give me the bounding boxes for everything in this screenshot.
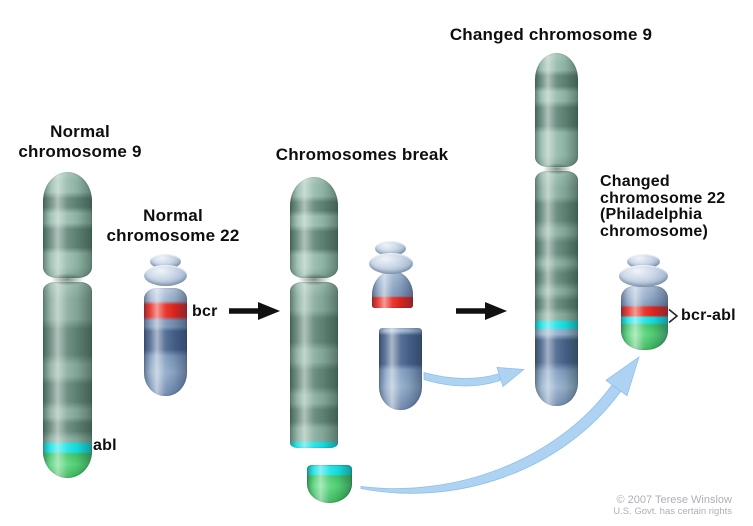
translocation-arrow-abl-to-chr22-icon [360, 355, 640, 494]
chromosome9-centromere [50, 273, 85, 286]
broken-chr9-p-arm [290, 177, 338, 278]
changed-chromosome-22-label: Changed chromosome 22 (Philadelphia chro… [600, 173, 726, 240]
copyright-credit: © 2007 Terese Winslow U.S. Govt. has cer… [522, 494, 732, 517]
credit-line-2: U.S. Govt. has certain rights [613, 506, 732, 517]
changed-chr9-q-arm-with-chr22-piece [535, 171, 578, 406]
bcr-abl-label: bcr-abl [681, 307, 736, 324]
philadelphia-body-with-bcr-abl [621, 286, 668, 350]
translocation-arrow-chr22-to-chr9-icon [423, 367, 525, 388]
broken-chr22-bulge [369, 253, 413, 274]
normal-chromosome-22-label: Normal chromosome 22 [106, 206, 240, 245]
chromosome9-p-arm [43, 172, 92, 278]
changed-chr9-centromere [542, 163, 572, 175]
bcr-label: bcr [192, 303, 218, 320]
step-arrow-2-right-icon [456, 302, 507, 320]
chromosome22-body-with-bcr [144, 288, 187, 396]
normal-chromosome-9-label: Normal chromosome 9 [18, 122, 142, 161]
bcr-abl-leader-icon [668, 308, 679, 324]
broken-chr9-q-arm [290, 282, 338, 448]
philadelphia-bulge [619, 265, 668, 287]
broken-abl-tip-fragment [307, 465, 352, 503]
changed-chr9-p-arm [535, 53, 578, 167]
broken-chr22-top-with-bcr [372, 271, 413, 308]
chromosomes-break-label: Chromosomes break [275, 145, 449, 164]
broken-chr22-bottom-fragment [379, 328, 422, 410]
chromosome22-bulge [144, 265, 187, 286]
credit-line-1: © 2007 Terese Winslow [616, 494, 732, 506]
abl-label: abl [93, 437, 117, 454]
broken-chr9-centromere [297, 273, 331, 286]
chromosome9-q-arm-with-abl [43, 282, 92, 478]
changed-chromosome-9-label: Changed chromosome 9 [449, 25, 653, 44]
step-arrow-1-right-icon [229, 302, 280, 320]
broken-chr22-satellite-knob [375, 241, 406, 256]
